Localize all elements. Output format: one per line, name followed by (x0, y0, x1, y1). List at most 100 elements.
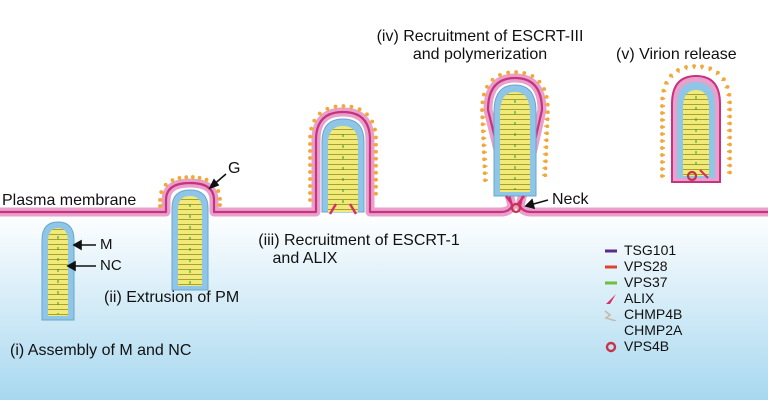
virion-stage-3 (322, 119, 364, 214)
glycoprotein-head (480, 108, 484, 112)
glycoprotein-head (158, 198, 162, 202)
glycoprotein-head (374, 150, 378, 154)
glycoprotein-head (158, 204, 162, 208)
glycoprotein-head (370, 120, 374, 124)
glycoprotein-spikes (158, 64, 732, 208)
glycoprotein-head (373, 128, 377, 132)
glycoprotein-head (198, 176, 202, 180)
step5-label: (v) Virion release (616, 46, 737, 64)
glycoprotein-head (480, 115, 484, 119)
glycoprotein-head (491, 78, 495, 82)
glycoprotein-head (684, 65, 688, 69)
glycoprotein-head (374, 157, 378, 161)
glycoprotein-head (708, 66, 712, 70)
vps37-swatch (604, 277, 618, 289)
step3-label: (iii) Recruitment of ESCRT-1 and ALIX (242, 232, 476, 269)
glycoprotein-head (184, 175, 188, 179)
glycoprotein-head (660, 167, 664, 171)
glycoprotein-head (728, 122, 732, 126)
glycoprotein-head (365, 112, 369, 116)
glycoprotein-head (669, 74, 673, 78)
glycoprotein-head (660, 118, 664, 122)
glycoprotein-head (727, 93, 731, 97)
glycoprotein-head (676, 68, 680, 72)
glycoprotein-head (191, 175, 195, 179)
legend-label: TSG101 (624, 242, 676, 258)
glycoprotein-head (660, 125, 664, 129)
tsg101-swatch (604, 245, 618, 257)
glycoprotein-head (350, 105, 354, 109)
virion-stage-5 (672, 76, 720, 182)
virion-stage-4 (494, 85, 536, 212)
glycoprotein-head (164, 183, 168, 187)
glycoprotein-head (728, 136, 732, 140)
glycoprotein-head (660, 111, 664, 115)
glycoprotein-head (374, 192, 378, 196)
glycoprotein-head (358, 107, 362, 111)
glycoprotein-head (308, 163, 312, 167)
glycoprotein-head (728, 129, 732, 133)
chmp2a-swatch (604, 325, 618, 337)
glycoprotein-head (481, 136, 485, 140)
glycoprotein-head (660, 104, 664, 108)
glycoprotein-head (660, 139, 664, 143)
g-label: G (228, 160, 240, 178)
glycoprotein-head (374, 178, 378, 182)
glycoprotein-head (546, 103, 550, 107)
glycoprotein-head (544, 166, 548, 170)
glycoprotein-head (660, 146, 664, 150)
m-label: M (100, 236, 113, 253)
step3-line1: (iii) Recruitment of ESCRT-1 (242, 232, 476, 250)
glycoprotein-head (485, 85, 489, 89)
glycoprotein-head (544, 159, 548, 163)
glycoprotein-head (374, 171, 378, 175)
plasma-membrane-label: Plasma membrane (2, 192, 136, 210)
glycoprotein-head (728, 108, 732, 112)
glycoprotein-head (545, 145, 549, 149)
glycoprotein-head (308, 156, 312, 160)
legend-label: VPS37 (624, 274, 668, 290)
glycoprotein-head (728, 150, 732, 154)
glycoprotein-head (722, 77, 726, 81)
glycoprotein-head (728, 164, 732, 168)
glycoprotein-head (728, 171, 732, 175)
glycoprotein-head (716, 71, 720, 75)
glycoprotein-head (374, 136, 378, 140)
step4-line2: and polymerization (360, 46, 600, 64)
glycoprotein-head (728, 143, 732, 147)
glycoprotein-head (545, 124, 549, 128)
glycoprotein-head (308, 177, 312, 181)
glycoprotein-head (660, 174, 664, 178)
glycoprotein-head (308, 170, 312, 174)
glycoprotein-head (216, 189, 220, 193)
glycoprotein-head (374, 185, 378, 189)
glycoprotein-head (664, 81, 668, 85)
glycoprotein-head (544, 152, 548, 156)
vps4b-swatch (604, 341, 618, 353)
glycoprotein-head (726, 85, 730, 89)
glycoprotein-head (318, 112, 322, 116)
glycoprotein-head (159, 190, 163, 194)
glycoprotein-head (483, 178, 487, 182)
glycoprotein-head (482, 143, 486, 147)
virion-stage-2 (172, 190, 208, 290)
glycoprotein-head (538, 80, 542, 84)
glycoprotein-head (545, 95, 549, 99)
glycoprotein-head (543, 173, 547, 177)
neck-label: Neck (552, 191, 588, 209)
glycoprotein-head (334, 105, 338, 109)
step1-label: (i) Assembly of M and NC (10, 342, 191, 360)
step4-line1: (iv) Recruitment of ESCRT-III (360, 28, 600, 46)
glycoprotein-head (728, 157, 732, 161)
glycoprotein-head (514, 70, 518, 74)
glycoprotein-head (171, 178, 175, 182)
glycoprotein-head (660, 153, 664, 157)
glycoprotein-head (545, 131, 549, 135)
vps28-swatch (604, 261, 618, 273)
glycoprotein-head (546, 110, 550, 114)
alix-swatch (604, 293, 618, 305)
legend-label: VPS4B (624, 338, 669, 354)
glycoprotein-head (374, 164, 378, 168)
glycoprotein-head (660, 97, 664, 101)
